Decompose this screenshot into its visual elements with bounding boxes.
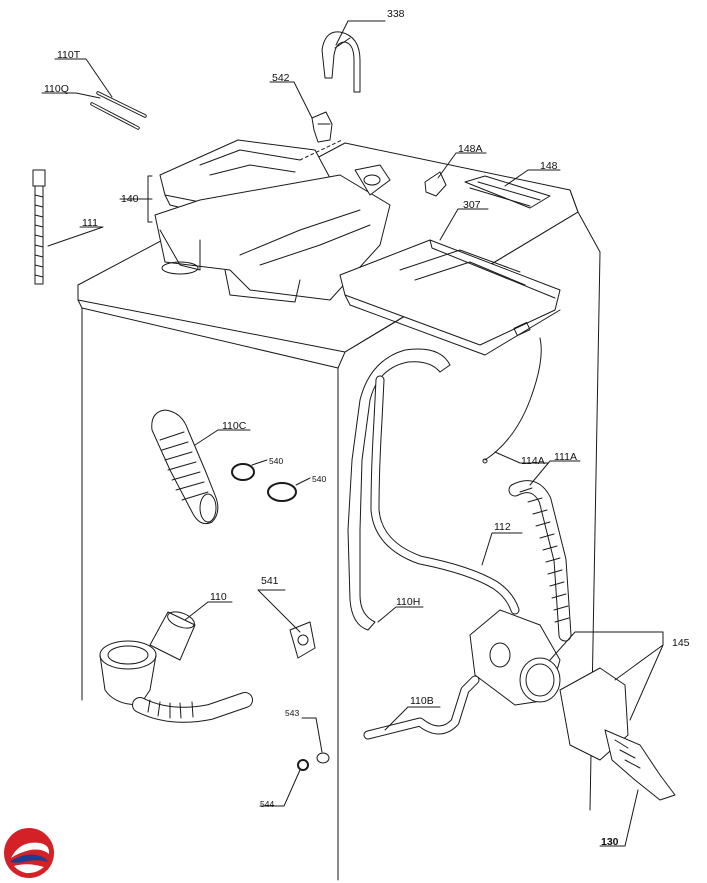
- drain-hose-112: [347, 348, 520, 631]
- callout-110: 110: [210, 591, 227, 603]
- callout-130: 130: [601, 836, 619, 848]
- callout-111: 111: [82, 217, 98, 229]
- latch-148A: [424, 171, 447, 197]
- clamp-540: [231, 463, 297, 502]
- bellows-hose-110C: [151, 409, 219, 525]
- callout-112: 112: [494, 521, 511, 533]
- cover-148: [464, 175, 551, 209]
- callout-543: 543: [285, 708, 300, 718]
- bolt-111: [32, 169, 46, 285]
- callout-140: 140: [121, 193, 139, 205]
- callout-540-b: 540: [312, 474, 327, 484]
- hose-clip-338: [321, 31, 361, 93]
- callout-148A: 148A: [458, 143, 483, 155]
- callout-148: 148: [540, 160, 558, 172]
- dispenser-drawer: [339, 239, 561, 356]
- callout-110C: 110C: [222, 420, 247, 432]
- callout-145: 145: [672, 637, 690, 649]
- cap-543: [316, 752, 330, 764]
- sump-hose-110: [99, 611, 253, 723]
- callout-542: 542: [272, 72, 290, 84]
- corrugated-hose-111A: [508, 480, 572, 642]
- callout-540-a: 540: [269, 456, 284, 466]
- callout-114A: 114A: [521, 455, 545, 467]
- callout-110B: 110B: [410, 695, 434, 707]
- callout-110H: 110H: [396, 596, 421, 608]
- bracket-541: [289, 621, 316, 659]
- hose-110B: [363, 675, 480, 740]
- wire-114A: [482, 337, 542, 464]
- callout-110Q: 110Q: [44, 83, 69, 95]
- tubes-110T-110Q: [90, 91, 147, 130]
- callout-338: 338: [387, 8, 405, 20]
- detergent-housing: [154, 139, 391, 303]
- brand-logo-icon: [4, 828, 54, 878]
- callout-544: 544: [260, 799, 275, 809]
- callout-541: 541: [261, 575, 279, 587]
- leader-lines: [41, 20, 664, 847]
- callout-110T: 110T: [57, 49, 81, 61]
- callout-307: 307: [463, 199, 481, 211]
- clip-544: [297, 759, 309, 771]
- callout-111A: 111A: [554, 451, 577, 463]
- clip-542: [299, 111, 343, 161]
- pump-assembly: [469, 609, 676, 801]
